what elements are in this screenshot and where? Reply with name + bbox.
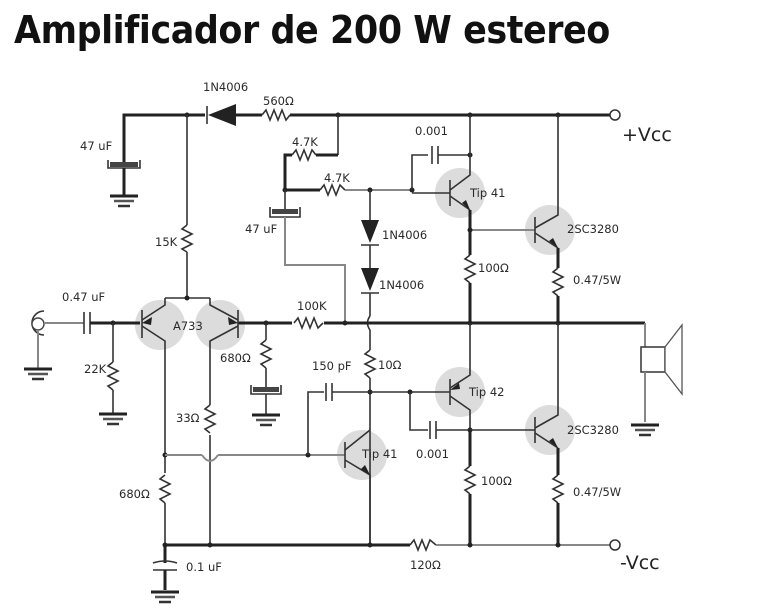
resistor-33 (203, 404, 217, 435)
capacitor-47uf-top (107, 160, 141, 208)
label-r-15k: 15K (155, 235, 178, 249)
transistor-tip42 (409, 323, 535, 545)
label-positive-vcc: +Vcc (622, 124, 672, 146)
label-c-0001-top: 0.001 (415, 124, 448, 138)
label-r-680-low: 680Ω (119, 487, 150, 501)
resistor-15k (180, 115, 194, 298)
label-r-100-bot: 100Ω (481, 474, 512, 488)
halo-a733-left (135, 300, 185, 350)
bias-network (269, 115, 473, 323)
label-q-tip41-top: Tip 41 (469, 186, 505, 200)
label-d-1n4006-a: 1N4006 (382, 228, 427, 242)
input-jack (22, 310, 140, 426)
schematic-title: Amplificador de 200 W estereo (14, 8, 610, 52)
label-d-1n4006-top: 1N4006 (203, 80, 248, 94)
label-d-1n4006-b: 1N4006 (379, 278, 424, 292)
label-r-047-top: 0.47/5W (573, 273, 621, 287)
transistor-tip41-top (412, 115, 535, 323)
driver-line (165, 383, 450, 462)
label-c-150pf: 150 pF (312, 359, 352, 373)
speaker-icon (629, 323, 683, 437)
halo-2sc3280-bot (525, 405, 575, 455)
label-q-2sc3280-bot: 2SC3280 (567, 423, 619, 437)
halo-tip42 (435, 367, 485, 417)
label-q-a733: A733 (173, 319, 203, 333)
label-c-47uf-top: 47 uF (80, 139, 112, 153)
label-c-47uf-mid: 47 uF (245, 222, 277, 236)
resistor-680-low (158, 452, 172, 504)
label-q-tip41-bot: Tip 41 (361, 447, 397, 461)
label-r-047-bot: 0.47/5W (573, 485, 621, 499)
label-c-0001-bot: 0.001 (416, 447, 449, 461)
label-q-tip42: Tip 42 (468, 385, 504, 399)
vcc-positive-terminal (609, 109, 621, 121)
halo-tip41-bot (337, 430, 387, 480)
positive-rail (122, 104, 621, 162)
label-r-10: 10Ω (378, 358, 402, 372)
halo-tip41-top (435, 168, 485, 218)
vcc-negative-terminal (609, 539, 621, 551)
label-negative-vcc: -Vcc (620, 552, 660, 574)
label-r-4k7-a: 4.7K (292, 135, 318, 149)
label-r-100-top: 100Ω (478, 261, 509, 275)
negative-rail (149, 537, 621, 604)
label-r-120: 120Ω (410, 558, 441, 572)
transistor-tip41-bot (344, 429, 371, 545)
transistor-2sc3280-top (534, 115, 565, 323)
label-r-4k7-b: 4.7K (324, 171, 350, 185)
resistor-100k (292, 315, 324, 331)
label-r-22k: 22K (84, 362, 107, 376)
transistor-halos (135, 168, 575, 480)
label-r-33: 33Ω (176, 411, 200, 425)
label-c-047uf: 0.47 uF (62, 290, 105, 304)
transistor-2sc3280-bot (534, 323, 565, 545)
label-r-680-mid: 680Ω (220, 351, 251, 365)
resistor-680-mid (250, 323, 282, 427)
halo-2sc3280-top (525, 205, 575, 255)
label-r-560: 560Ω (263, 94, 294, 108)
halo-a733-right (195, 300, 245, 350)
label-r-100k: 100K (297, 299, 327, 313)
label-c-01uf: 0.1 uF (186, 560, 222, 574)
label-q-2sc3280-top: 2SC3280 (567, 222, 619, 236)
